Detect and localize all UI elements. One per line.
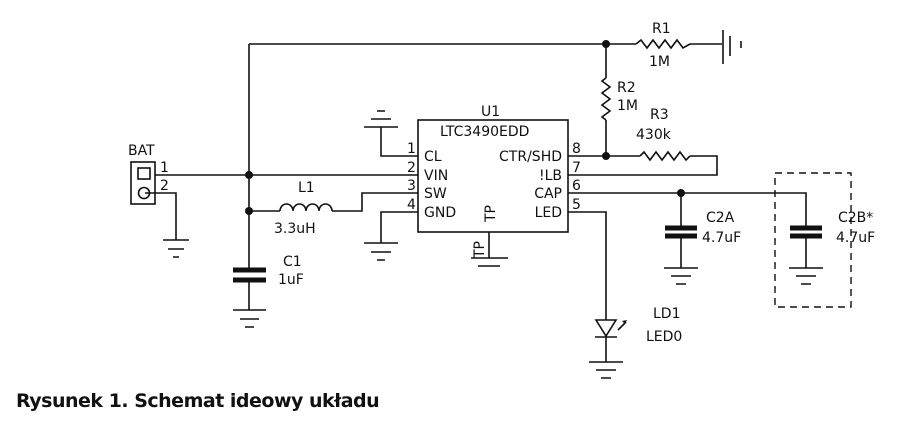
bat-label: BAT <box>128 143 155 159</box>
ground-icon <box>163 110 823 379</box>
capacitor-c2b <box>790 225 822 239</box>
optional-box <box>774 172 852 308</box>
r1-value: 1M <box>649 54 670 70</box>
pin-num: 8 <box>572 141 581 157</box>
pin-num: 1 <box>160 160 169 176</box>
pin-name: SW <box>424 186 447 202</box>
c2b-ref: C2B* <box>838 210 873 226</box>
resistor-r1 <box>635 38 691 50</box>
pin-name: CAP <box>534 186 562 202</box>
c1-value: 1uF <box>278 272 304 288</box>
ic-u1-body <box>417 119 569 233</box>
pin-name: GND <box>424 205 456 221</box>
tp-label: TP <box>483 205 499 223</box>
bat-connector <box>130 161 156 205</box>
c2b-value: 4.7uF <box>836 230 875 246</box>
inductor-l1 <box>279 203 333 212</box>
ld1-value: LED0 <box>646 329 682 345</box>
l1-ref: L1 <box>298 180 315 196</box>
pin-name: LED <box>535 205 562 221</box>
l1-value: 3.3uH <box>274 221 316 237</box>
junctions <box>245 40 685 215</box>
r1-ref: R1 <box>652 21 671 37</box>
capacitor-c1 <box>233 267 266 283</box>
ld1-ref: LD1 <box>653 306 681 322</box>
figure-caption: Rysunek 1. Schemat ideowy układu <box>16 390 380 412</box>
pin-num: 4 <box>407 197 416 213</box>
led-ld1 <box>594 319 627 338</box>
pin-num: 5 <box>572 197 581 213</box>
pin-num: 7 <box>572 160 581 176</box>
r3-ref: R3 <box>650 107 669 123</box>
r3-value: 430k <box>636 127 672 143</box>
battery-icon <box>722 30 742 64</box>
r2-ref: R2 <box>617 80 636 96</box>
pin-num: 3 <box>407 178 416 194</box>
tp-pin-label: TP <box>472 241 488 259</box>
pin-name: CTR/SHD <box>499 149 562 165</box>
ic-ref: U1 <box>481 104 500 120</box>
pin-num: 6 <box>572 178 581 194</box>
pin-num: 1 <box>407 141 416 157</box>
pin-name: VIN <box>424 168 448 184</box>
pin-num: 2 <box>160 178 169 194</box>
c2a-value: 4.7uF <box>702 230 741 246</box>
pin-name: CL <box>424 149 442 165</box>
resistor-r3 <box>639 150 691 162</box>
pin-num: 2 <box>407 160 416 176</box>
capacitor-c2a <box>665 225 697 239</box>
ic-part: LTC3490EDD <box>440 124 529 140</box>
c1-ref: C1 <box>283 254 302 270</box>
r2-value: 1M <box>617 98 638 114</box>
resistor-r2 <box>600 77 612 121</box>
pin-name: !LB <box>539 168 562 184</box>
wires <box>145 43 807 362</box>
c2a-ref: C2A <box>706 210 735 226</box>
